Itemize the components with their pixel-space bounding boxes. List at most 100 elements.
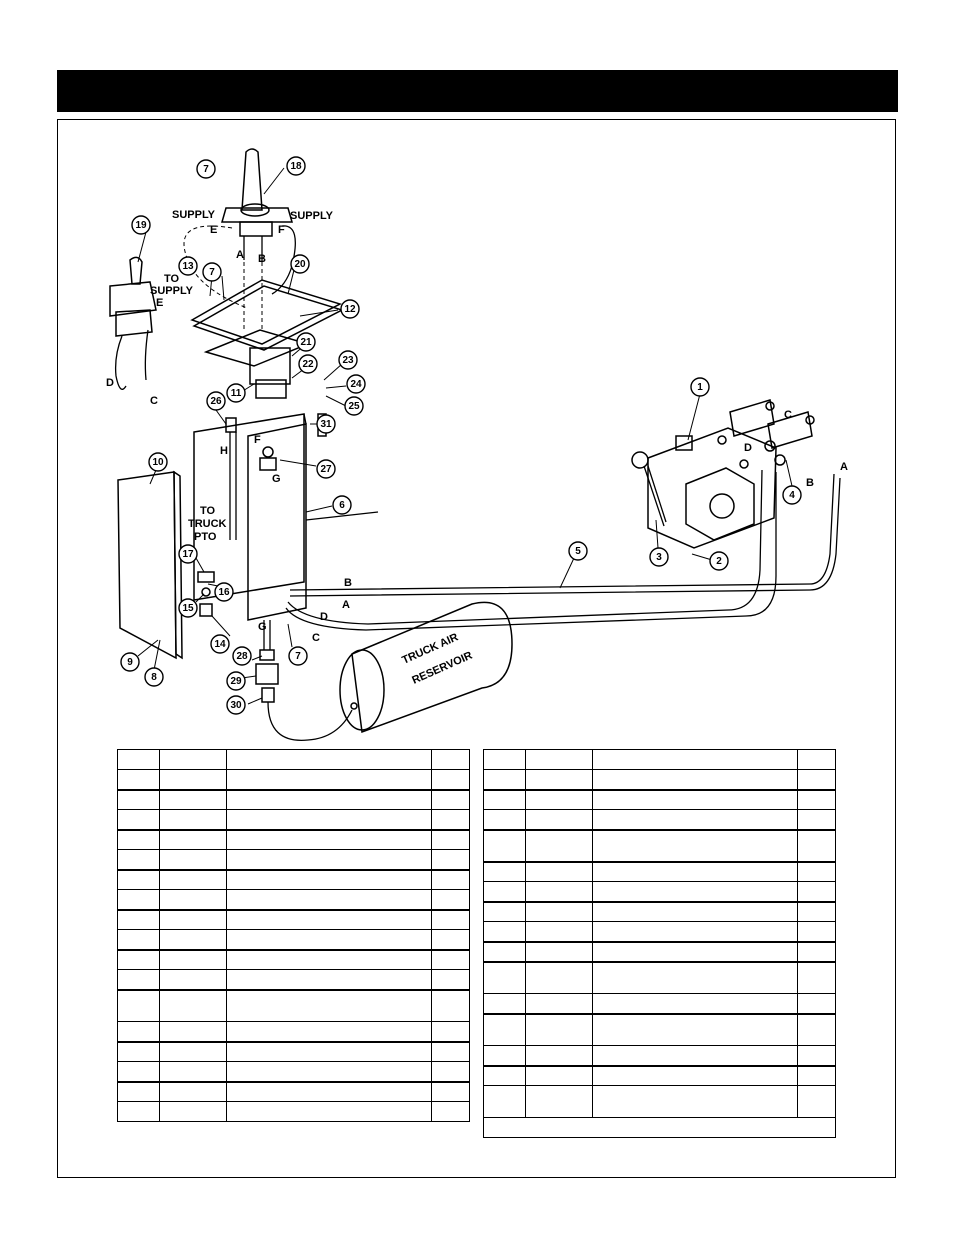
table-cell (159, 789, 227, 810)
table-cell (431, 809, 470, 830)
svg-text:28: 28 (236, 651, 248, 662)
label-g-low: G (258, 621, 267, 633)
table-cell (159, 909, 227, 930)
table-row (483, 1045, 836, 1066)
table-row (117, 849, 470, 870)
label-e-mid: E (156, 297, 163, 309)
table-cell (117, 769, 160, 790)
control-valve (631, 399, 815, 549)
table-row (483, 789, 836, 810)
svg-text:8: 8 (151, 672, 157, 683)
table-cell (226, 1081, 432, 1102)
table-cell (117, 829, 160, 850)
table-cell (159, 989, 227, 1022)
table-footer-row (483, 1117, 836, 1138)
table-cell (431, 969, 470, 990)
callout-20: 20 (290, 254, 310, 274)
table-row (483, 881, 836, 902)
header-bar (57, 70, 898, 112)
table-cell (117, 749, 160, 770)
table-row (483, 921, 836, 942)
enclosure (193, 413, 379, 621)
table-cell (159, 929, 227, 950)
table-row (483, 1013, 836, 1046)
table-cell (525, 881, 593, 902)
table-cell (159, 1081, 227, 1102)
table-cell (525, 993, 593, 1014)
table-cell (159, 949, 227, 970)
table-cell (592, 901, 798, 922)
joystick-control (221, 148, 293, 330)
table-cell (117, 1061, 160, 1082)
callout-11: 11 (226, 383, 246, 403)
callout-10: 10 (148, 452, 168, 472)
callout-27: 27 (316, 459, 336, 479)
table-cell (483, 1085, 526, 1118)
table-cell (592, 769, 798, 790)
table-cell (592, 1013, 798, 1046)
table-cell (483, 993, 526, 1014)
table-cell (483, 1045, 526, 1066)
callout-7-alt-2: 7 (202, 262, 222, 282)
table-cell (431, 1081, 470, 1102)
label-c-valve: C (784, 409, 792, 421)
table-cell (797, 809, 836, 830)
callout-15: 15 (178, 598, 198, 618)
table-cell (159, 1061, 227, 1082)
callout-30: 30 (226, 695, 246, 715)
table-row (117, 1041, 470, 1062)
table-cell (226, 909, 432, 930)
table-row (483, 941, 836, 962)
table-cell (525, 921, 593, 942)
table-cell (431, 789, 470, 810)
table-cell (159, 969, 227, 990)
table-cell (483, 901, 526, 922)
table-cell (525, 1013, 593, 1046)
table-row (117, 1081, 470, 1102)
table-row (117, 769, 470, 790)
table-cell (483, 921, 526, 942)
table-cell (797, 1013, 836, 1046)
table-cell (117, 1021, 160, 1042)
callout-19: 19 (131, 215, 151, 235)
svg-text:26: 26 (210, 396, 222, 407)
table-row (117, 929, 470, 950)
table-cell (226, 849, 432, 870)
table-cell (159, 849, 227, 870)
table-cell (592, 881, 798, 902)
table-cell (797, 901, 836, 922)
table-cell (431, 1061, 470, 1082)
table-cell (483, 829, 526, 862)
table-cell (117, 909, 160, 930)
table-cell (226, 989, 432, 1022)
table-cell (431, 1101, 470, 1122)
table-cell (159, 889, 227, 910)
callout-18: 18 (286, 156, 306, 176)
table-cell (483, 961, 526, 994)
table-cell (431, 849, 470, 870)
label-b-valve: B (806, 477, 814, 489)
table-row (117, 1061, 470, 1082)
svg-text:30: 30 (230, 700, 242, 711)
callout-12: 12 (340, 299, 360, 319)
table-cell (117, 849, 160, 870)
table-row (117, 989, 470, 1022)
table-row (117, 969, 470, 990)
table-cell (117, 1081, 160, 1102)
table-cell (483, 1013, 526, 1046)
table-cell (592, 1045, 798, 1066)
table-cell (431, 1021, 470, 1042)
table-cell (117, 1041, 160, 1062)
table-cell (117, 809, 160, 830)
truck-air-reservoir (339, 601, 513, 734)
table-cell (159, 769, 227, 790)
table-cell (797, 789, 836, 810)
table-row (117, 909, 470, 930)
callout-6: 6 (332, 495, 352, 515)
callout-31: 31 (316, 414, 336, 434)
label-e-top: E (210, 224, 217, 236)
table-cell (525, 861, 593, 882)
table-cell (159, 829, 227, 850)
table-cell (797, 829, 836, 862)
table-row (117, 789, 470, 810)
